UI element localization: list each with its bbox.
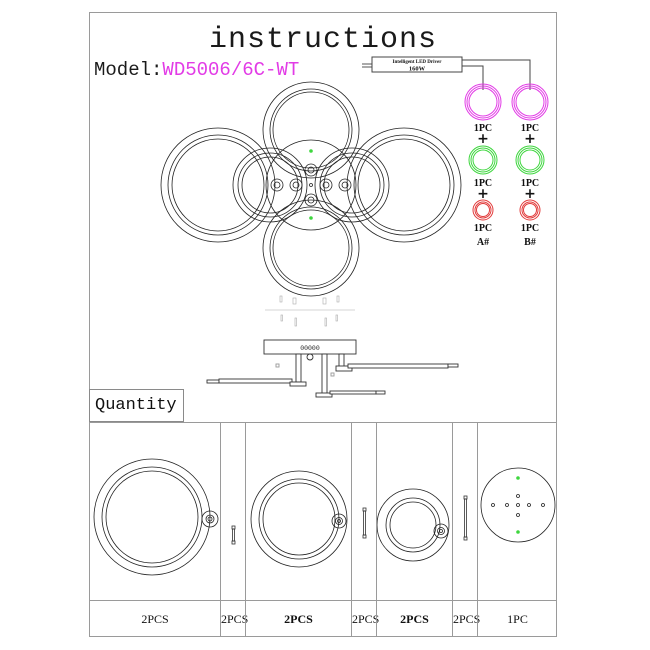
canopy-base-icon <box>480 467 556 543</box>
connector-rod-icon <box>231 525 236 545</box>
quantity-cell-canopy-base: 1PC <box>477 422 557 637</box>
plus-icon: + <box>477 131 489 147</box>
connector-rod-icon <box>463 495 468 541</box>
canopy-label: 00000 <box>300 345 320 352</box>
model-label: Model: <box>94 59 163 81</box>
plus-icon: + <box>524 186 536 202</box>
quantity-count: 2PCS <box>352 600 379 637</box>
instruction-sheet: instructions Model:WD5006/6C-WT <box>89 12 557 637</box>
quantity-cell-rod-medium: 2PCS <box>351 422 379 637</box>
green-indicator-dot <box>309 149 313 153</box>
quantity-count: 1PC <box>478 600 557 637</box>
left-small-ring <box>232 147 308 223</box>
ring-green-b <box>515 145 545 175</box>
quantity-cell-medium-ring: 2PCS <box>245 422 351 637</box>
ring-green-a <box>468 145 498 175</box>
quantity-label: Quantity <box>89 389 184 422</box>
quantity-table: 2PCS 2PCS 2PCS 2PCS <box>89 422 557 637</box>
small-ring-icon <box>376 488 450 562</box>
quantity-cell-rod-long: 2PCS <box>452 422 480 637</box>
dimension-strip <box>265 295 355 327</box>
fixture-top-view <box>160 81 462 297</box>
connector-joints <box>270 163 352 207</box>
plus-icon: + <box>477 186 489 202</box>
quantity-count: 2PCS <box>453 600 480 637</box>
ring-red-a <box>472 199 494 221</box>
group-label-b: B# <box>524 237 536 248</box>
left-large-ring <box>160 127 276 243</box>
bottom-ring <box>262 199 360 297</box>
count-green-b: 1PC <box>521 178 539 189</box>
right-small-ring <box>314 147 390 223</box>
count-green-a: 1PC <box>474 178 492 189</box>
ring-magenta-a <box>464 83 502 121</box>
wiring-group-b: 1PC + 1PC + 1PC B# <box>511 83 549 248</box>
right-large-ring <box>346 127 462 243</box>
quantity-cell-small-ring: 2PCS <box>376 422 452 637</box>
quantity-cell-large-ring: 2PCS <box>89 422 220 637</box>
count-magenta-b: 1PC <box>521 123 539 134</box>
count-red-b: 1PC <box>521 223 539 234</box>
document-title: instructions <box>208 23 438 57</box>
canopy-outline <box>265 139 357 231</box>
driver-power: 160W <box>409 66 426 73</box>
led-driver: Intelligent LED Driver 160W <box>362 56 531 90</box>
green-indicator-dot <box>309 216 313 220</box>
medium-ring-icon <box>250 470 348 568</box>
quantity-count: 2PCS <box>246 600 351 637</box>
quantity-count: 2PCS <box>221 600 248 637</box>
count-red-a: 1PC <box>474 223 492 234</box>
count-magenta-a: 1PC <box>474 123 492 134</box>
connector-rod-icon <box>362 507 367 539</box>
ring-magenta-b <box>511 83 549 121</box>
driver-name: Intelligent LED Driver <box>393 60 443 65</box>
quantity-count: 2PCS <box>90 600 220 637</box>
large-ring-icon <box>93 458 219 576</box>
ring-red-b <box>519 199 541 221</box>
group-label-a: A# <box>477 237 489 248</box>
model-code: WD5006/6C-WT <box>162 59 300 81</box>
quantity-cell-rod-short: 2PCS <box>220 422 248 637</box>
top-ring <box>262 81 360 179</box>
fixture-side-view <box>206 339 459 398</box>
plus-icon: + <box>524 131 536 147</box>
quantity-count: 2PCS <box>377 600 452 637</box>
wiring-group-a: 1PC + 1PC + 1PC A# <box>464 83 502 248</box>
model-line: Model:WD5006/6C-WT <box>94 59 299 81</box>
